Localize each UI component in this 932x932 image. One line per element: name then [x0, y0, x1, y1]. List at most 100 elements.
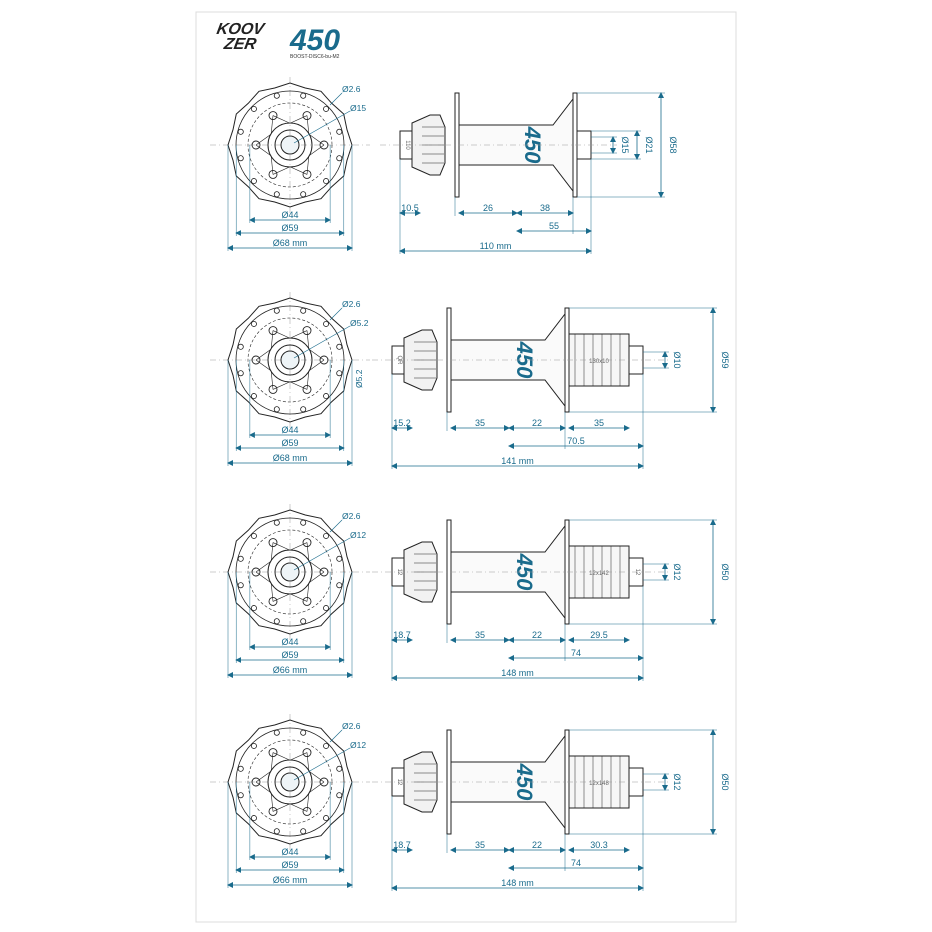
star-arm	[270, 371, 274, 390]
star-arm	[290, 752, 308, 761]
dim-w4-label: 55	[549, 221, 559, 231]
spoke-hole	[300, 191, 307, 198]
leader-axle	[293, 747, 351, 781]
star-arm	[255, 359, 271, 371]
dim-w1-label: 10.5	[401, 203, 419, 213]
dim-w1-label: 18.7	[393, 630, 411, 640]
leader-hole	[329, 92, 343, 106]
spoke-hole	[300, 828, 307, 835]
spoke-hole	[273, 729, 280, 736]
label-axle: Ø12	[350, 740, 366, 750]
star-arm	[290, 542, 308, 551]
spoke-hole	[336, 155, 343, 162]
star-arm	[255, 781, 271, 793]
rotor-bolt-hole	[268, 111, 278, 121]
axle-label: 110	[404, 140, 410, 150]
rotor-bolt-hole	[268, 806, 278, 816]
star-arm	[290, 115, 308, 124]
spoke-hole	[300, 92, 307, 99]
spoke-hole	[336, 128, 343, 135]
spoke-hole	[273, 618, 280, 625]
spoke-hole	[273, 92, 280, 99]
spoke-hole	[237, 555, 244, 562]
axle-label: 12	[396, 569, 402, 576]
spoke-hole	[336, 343, 343, 350]
dim-diameter-3-label: Ø68 mm	[273, 453, 308, 463]
star-arm	[272, 115, 290, 124]
spoke-hole	[300, 307, 307, 314]
rotor-bolt-circle	[247, 529, 333, 615]
rotor-bolt-hole	[302, 384, 312, 394]
dim-w2-label: 26	[483, 203, 493, 213]
star-arm	[309, 571, 325, 583]
dim-w5-label: 74	[571, 858, 581, 868]
rotor-bolt-hole	[251, 140, 261, 150]
rotor-bolt-hole	[268, 326, 278, 336]
rotor-bolt-hole	[251, 777, 261, 787]
dim-diameter-1-label: Ø44	[281, 847, 298, 857]
label-spoke-hole: Ø2.6	[342, 511, 361, 521]
rotor-bolt-hole	[302, 538, 312, 548]
star-arm	[306, 583, 310, 602]
dim-w4-label: 29.5	[590, 630, 608, 640]
star-arm	[306, 115, 310, 134]
dim-w5-label: 70.5	[567, 436, 585, 446]
star-arm	[306, 330, 310, 349]
spoke-hole	[250, 605, 257, 612]
dim-end-label: Ø21	[644, 136, 654, 153]
dim-w1-label: 15.2	[393, 418, 411, 428]
rotor-bolt-circle	[247, 102, 333, 188]
dim-axle-label: Ø10	[672, 351, 682, 368]
dim-w3-label: 22	[532, 418, 542, 428]
leader-hole	[329, 519, 343, 533]
axle-bore	[280, 562, 300, 582]
dim-diameter-2-label: Ø59	[281, 438, 298, 448]
spoke-hole	[336, 370, 343, 377]
axle-bore	[280, 135, 300, 155]
label-axle2: Ø5.2	[354, 369, 364, 388]
dim-diameter-2-label: Ø59	[281, 860, 298, 870]
star-arm	[309, 134, 325, 146]
spoke-hole	[237, 155, 244, 162]
rotor-bolt-hole	[251, 355, 261, 365]
rotor-bolt-hole	[302, 326, 312, 336]
dim-w2-label: 35	[475, 418, 485, 428]
spoke-hole	[300, 406, 307, 413]
spoke-hole	[323, 532, 330, 539]
leader-axle	[293, 110, 351, 144]
star-arm	[306, 156, 310, 175]
star-arm	[270, 115, 274, 134]
star-arm	[306, 371, 310, 390]
dim-w4-label: 30.3	[590, 840, 608, 850]
dim-total-label: 148 mm	[501, 668, 534, 678]
rotor-bolt-hole	[268, 538, 278, 548]
star-arm	[309, 561, 325, 573]
spoke-hole	[323, 393, 330, 400]
spoke-hole	[273, 519, 280, 526]
spoke-hole	[237, 792, 244, 799]
spoke-hole	[323, 815, 330, 822]
star-arm	[255, 571, 271, 583]
rotor-bolt-hole	[268, 596, 278, 606]
dim-axle-label: Ø15	[620, 136, 630, 153]
dim-diameter-2-label: Ø59	[281, 650, 298, 660]
star-arm	[290, 330, 308, 339]
hub-core	[267, 122, 313, 168]
dim-w3-label: 22	[532, 840, 542, 850]
star-arm	[272, 593, 290, 602]
axle-end	[274, 556, 306, 588]
spoke-hole	[273, 307, 280, 314]
dim-w5-label: 74	[571, 648, 581, 658]
dim-diameter-1-label: Ø44	[281, 637, 298, 647]
dim-total-label: 141 mm	[501, 456, 534, 466]
dim-flange-label: Ø58	[668, 136, 678, 153]
label-spoke-hole: Ø2.6	[342, 299, 361, 309]
star-arm	[270, 330, 274, 349]
dim-w4-label: 35	[594, 418, 604, 428]
label-spoke-hole: Ø2.6	[342, 84, 361, 94]
